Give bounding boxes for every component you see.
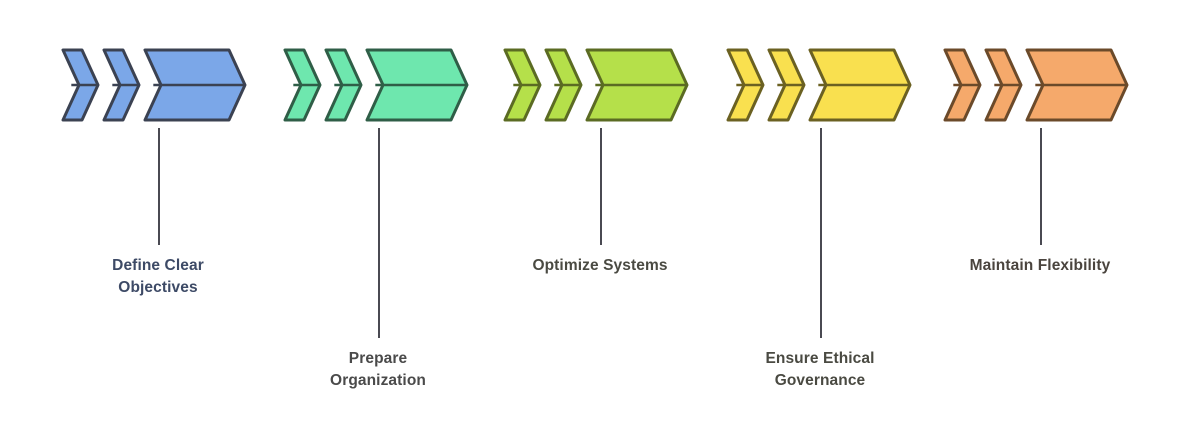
chevron-arrow-icon xyxy=(808,48,912,122)
chevron-arrow-icon xyxy=(544,48,583,122)
chevron-arrow-icon xyxy=(143,48,247,122)
stage-label-2: Prepare Organization xyxy=(330,350,426,390)
chevron-group-stage-3 xyxy=(503,48,689,122)
stage-label-1: Define Clear Objectives xyxy=(112,257,204,297)
chevron-arrow-icon xyxy=(1025,48,1129,122)
chevron-group-stage-5 xyxy=(943,48,1129,122)
chevron-arrow-icon xyxy=(61,48,100,122)
chevron-group-stage-4 xyxy=(726,48,912,122)
chevron-arrow-icon xyxy=(767,48,806,122)
chevron-arrow-icon xyxy=(365,48,469,122)
chevron-arrow-icon xyxy=(585,48,689,122)
connector-line-stage-5 xyxy=(1040,128,1042,245)
connector-line-stage-1 xyxy=(158,128,160,245)
stage-label-3: Optimize Systems xyxy=(532,257,668,274)
chevron-group-stage-1 xyxy=(61,48,247,122)
chevron-group-stage-2 xyxy=(283,48,469,122)
chevron-arrow-icon xyxy=(283,48,322,122)
connector-line-stage-4 xyxy=(820,128,822,338)
chevron-arrow-icon xyxy=(503,48,542,122)
connector-line-stage-3 xyxy=(600,128,602,245)
stage-label-5: Maintain Flexibility xyxy=(969,257,1111,274)
chevron-arrow-icon xyxy=(726,48,765,122)
chevron-arrow-icon xyxy=(943,48,982,122)
chevron-arrow-icon xyxy=(324,48,363,122)
chevron-arrow-icon xyxy=(102,48,141,122)
connector-line-stage-2 xyxy=(378,128,380,338)
chevron-arrow-icon xyxy=(984,48,1023,122)
stage-label-4: Ensure Ethical Governance xyxy=(765,350,875,390)
